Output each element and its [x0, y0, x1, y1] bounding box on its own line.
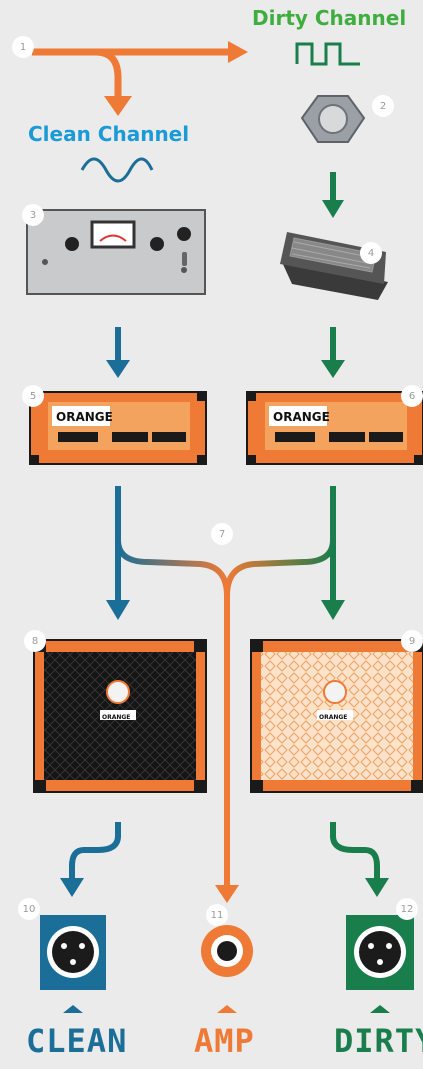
xlr-connector-icon [40, 915, 106, 990]
arrow-to-clean [104, 96, 132, 116]
arrow-to-amp-out [215, 885, 239, 903]
sine-wave-icon [82, 159, 152, 181]
cab-logo-left: ORANGE [102, 714, 130, 721]
arrow-to-dirty-cab [321, 600, 345, 620]
arrow-pedal-to-amp [321, 327, 345, 378]
step-badge-2: 2 [372, 95, 394, 117]
caret-up-icon [63, 1005, 83, 1013]
amp-logo-left: ORANGE [56, 410, 113, 424]
dirty-channel-title: Dirty Channel [252, 6, 406, 30]
square-wave-icon [297, 44, 360, 64]
step-badge-12: 12 [396, 898, 418, 920]
arrow-di-to-amp [106, 327, 130, 378]
amp-logo-right: ORANGE [273, 410, 330, 424]
di-box-icon [27, 210, 205, 294]
step-badge-8: 8 [24, 630, 46, 652]
step-badge-6: 6 [401, 385, 423, 407]
amp-head-icon [247, 392, 423, 464]
output-label-amp: AMP [194, 1022, 255, 1060]
footswitch-icon [302, 96, 364, 142]
step-badge-11: 11 [206, 904, 228, 926]
jack-connector-icon [201, 925, 253, 977]
output-label-dirty: DIRTY [334, 1022, 423, 1060]
caret-up-icon [370, 1005, 390, 1013]
input-split-path [32, 52, 228, 98]
arrow-to-dirty [228, 41, 248, 63]
arrow-switch-to-pedal [322, 172, 344, 218]
step-badge-3: 3 [22, 204, 44, 226]
xlr-connector-icon [346, 915, 414, 990]
step-badge-1: 1 [12, 36, 34, 58]
arrow-clean-to-xlr [60, 822, 118, 897]
cab-logo-right: ORANGE [319, 714, 347, 721]
clean-channel-title: Clean Channel [28, 122, 189, 146]
step-badge-5: 5 [22, 385, 44, 407]
step-badge-10: 10 [18, 898, 40, 920]
caret-up-icon [217, 1005, 237, 1013]
amp-head-icon [30, 392, 206, 464]
step-badge-4: 4 [360, 242, 382, 264]
step-badge-7: 7 [211, 523, 233, 545]
arrow-to-clean-cab [106, 600, 130, 620]
output-label-clean: CLEAN [26, 1022, 127, 1060]
step-badge-9: 9 [401, 630, 423, 652]
arrow-dirty-to-xlr [333, 822, 389, 897]
